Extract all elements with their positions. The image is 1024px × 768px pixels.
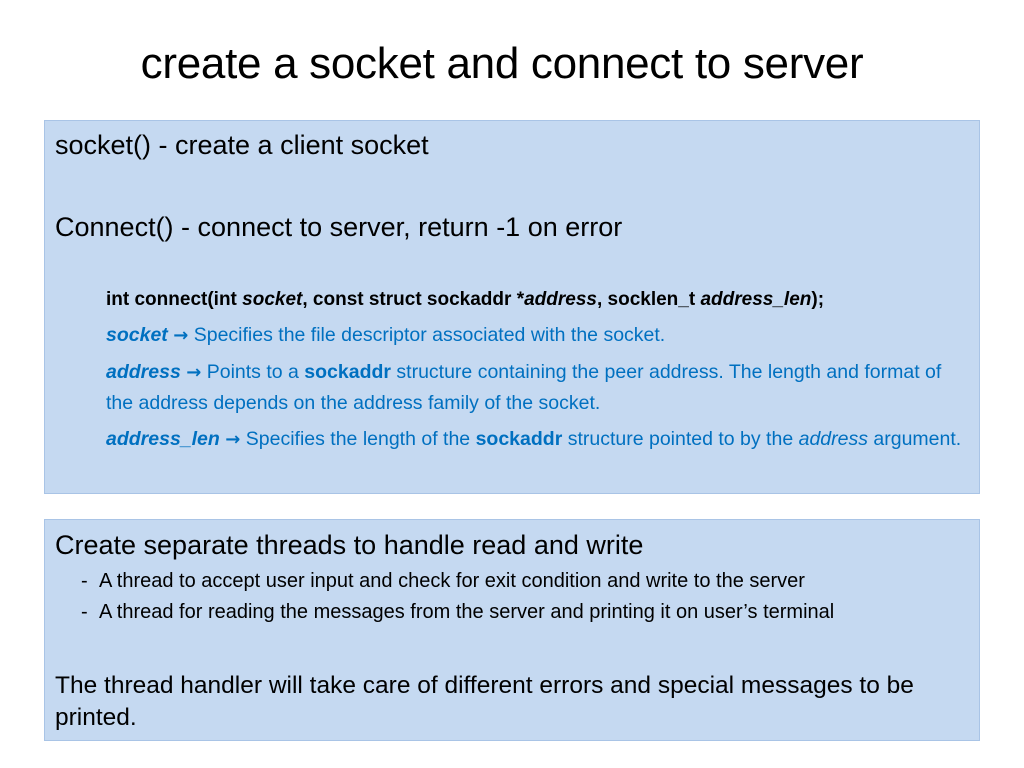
prototype-part: , const struct sockaddr * (302, 289, 525, 310)
prototype-param-socket: socket (242, 289, 303, 310)
param-name: socket (106, 324, 168, 346)
prototype-part: ); (811, 289, 825, 310)
param-description: Specifies the length of the (240, 428, 476, 450)
list-item: -A thread to accept user input and check… (81, 566, 805, 596)
slide-title: create a socket and connect to server (140, 39, 864, 88)
param-address: address → Points to a sockaddr structure… (106, 357, 966, 419)
param-name: address (106, 361, 181, 383)
param-description: argument. (867, 428, 962, 450)
threads-box: Create separate threads to handle read a… (44, 519, 980, 741)
prototype-part: , socklen_t (596, 289, 701, 310)
param-description: Specifies the file descriptor associated… (188, 324, 666, 346)
prototype-param-address: address (524, 289, 597, 310)
list-item: -A thread for reading the messages from … (81, 597, 834, 627)
list-item-text: A thread for reading the messages from t… (99, 601, 835, 623)
param-description: structure containing the peer address. T… (106, 361, 942, 414)
prototype-part: int connect(int (106, 289, 243, 310)
dash-bullet: - (81, 570, 88, 592)
sockaddr-keyword: sockaddr (304, 361, 391, 383)
param-description: structure pointed to by the (562, 428, 799, 450)
address-argument: address (798, 428, 868, 450)
socket-description: socket() - create a client socket (55, 130, 429, 160)
param-address-len: address_len → Specifies the length of th… (106, 424, 966, 455)
thread-handler-paragraph: The thread handler will take care of dif… (55, 672, 914, 731)
connect-prototype: int connect(int socket, const struct soc… (106, 284, 966, 315)
param-name: address_len (106, 428, 220, 450)
dash-bullet: - (81, 601, 88, 623)
list-item-text: A thread to accept user input and check … (99, 570, 805, 592)
connect-description: Connect() - connect to server, return -1… (55, 212, 623, 242)
param-socket: socket → Specifies the file descriptor a… (106, 320, 966, 351)
threads-heading: Create separate threads to handle read a… (55, 530, 644, 560)
socket-connect-box: socket() - create a client socket Connec… (44, 120, 980, 494)
sockaddr-keyword: sockaddr (475, 428, 563, 450)
right-arrow-icon: → (186, 362, 202, 383)
right-arrow-icon: → (173, 325, 189, 346)
param-description: Points to a (201, 361, 305, 383)
right-arrow-icon: → (225, 429, 241, 450)
prototype-param-address-len: address_len (700, 289, 812, 310)
